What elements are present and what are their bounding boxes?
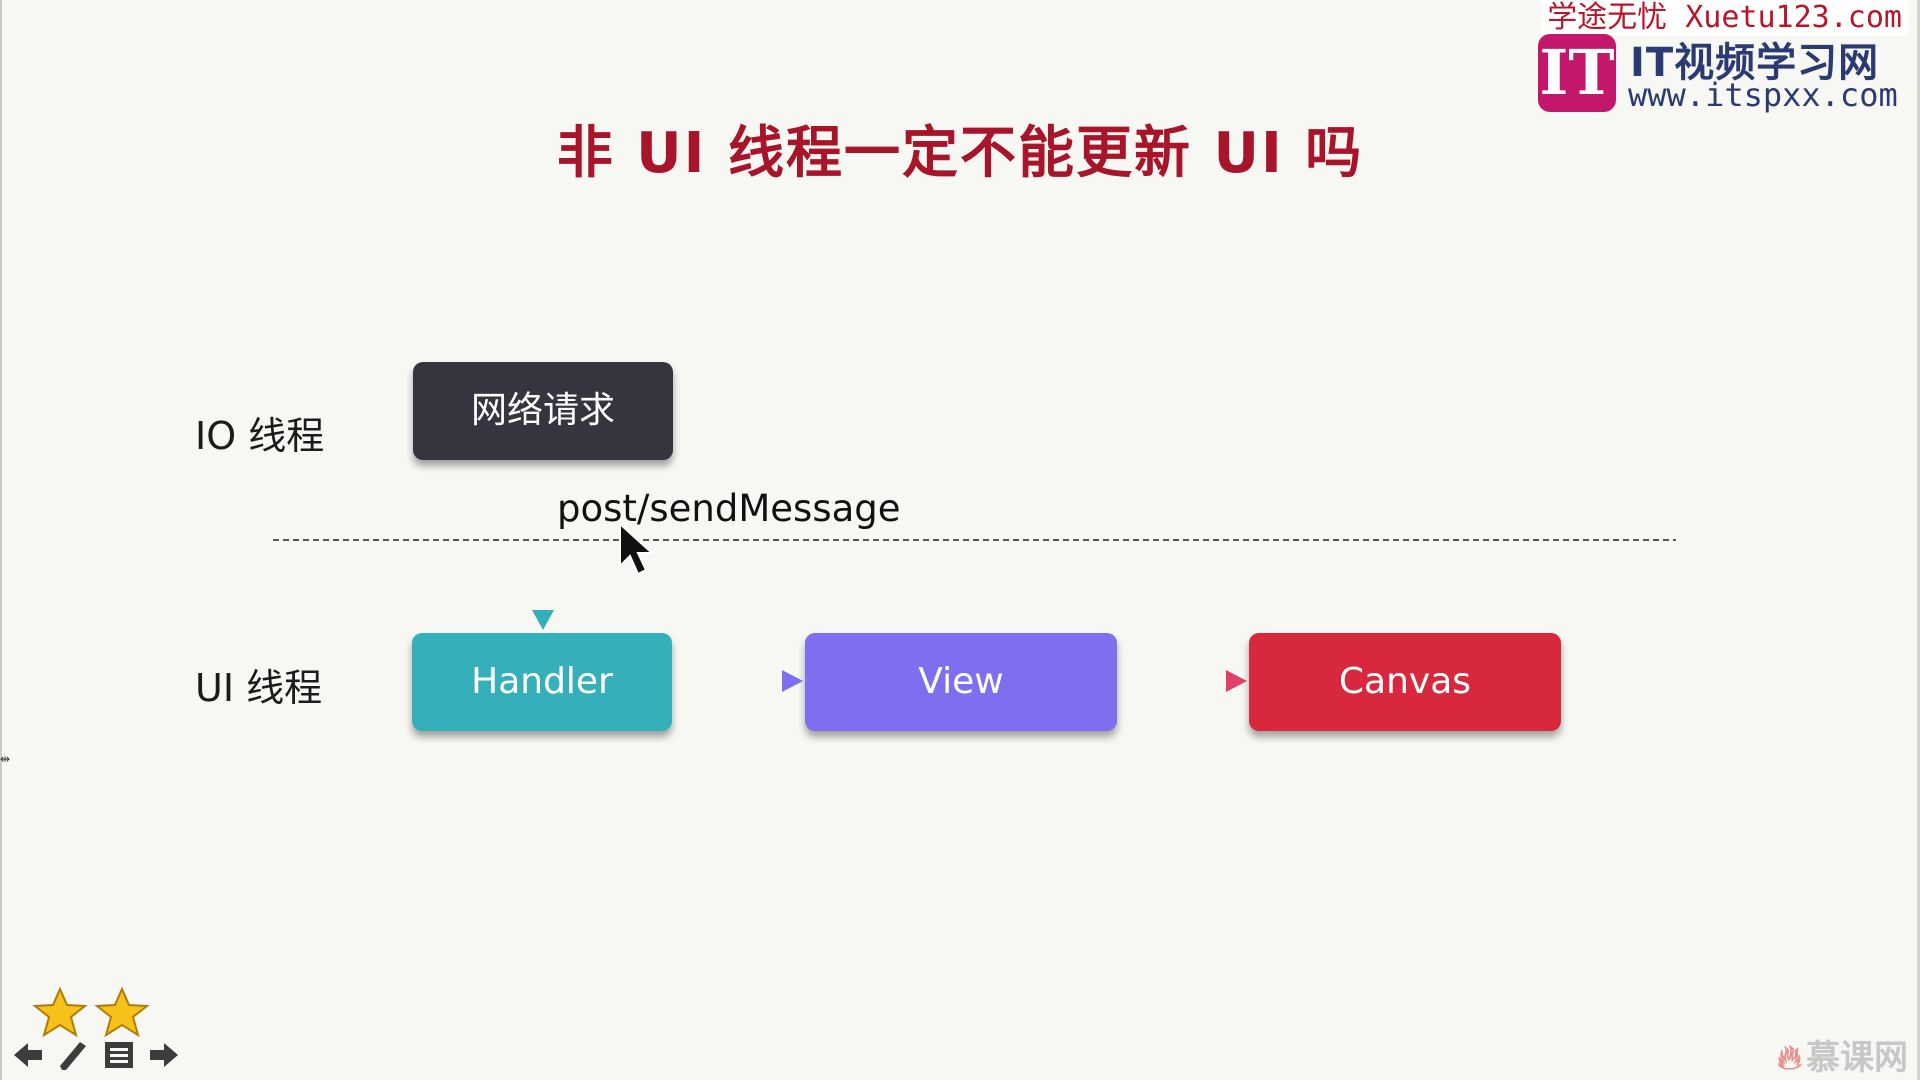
node-network-request-label: 网络请求 [470, 390, 615, 431]
node-handler: Handler [412, 633, 672, 731]
watermark-xuetu: 学途无忧 Xuetu123.com [1541, 0, 1908, 36]
itspxx-site-url: www.itspxx.com [1628, 76, 1898, 114]
slide-right-border [1917, 0, 1920, 1080]
slide-left-border [0, 0, 2, 1080]
star-icon [32, 986, 88, 1038]
arrow-left-icon[interactable] [10, 1036, 48, 1074]
node-canvas-label: Canvas [1338, 661, 1472, 702]
pen-icon[interactable] [54, 1036, 92, 1074]
itspxx-site-name: IT视频学习网 [1630, 40, 1880, 86]
rating-stars [32, 986, 150, 1038]
node-network-request: 网络请求 [413, 362, 673, 460]
itspxx-badge [1538, 34, 1616, 112]
mooc-brand-logo: 🔥︎慕课网 [1777, 1030, 1908, 1079]
menu-icon[interactable] [100, 1036, 138, 1074]
arrow-right-icon[interactable] [144, 1036, 182, 1074]
resize-handle-icon: ⇹ [0, 752, 11, 766]
lane-label-ui-thread: UI 线程 [195, 666, 323, 710]
star-icon [94, 986, 150, 1038]
mooc-brand-text: 慕课网 [1806, 1038, 1908, 1078]
edge-label-post-sendmessage: post/sendMessage [557, 487, 901, 530]
node-canvas: Canvas [1249, 633, 1561, 731]
mouse-cursor-icon [619, 522, 655, 576]
node-view-label: View [918, 661, 1004, 702]
flame-icon: 🔥︎ [1777, 1038, 1802, 1078]
itspxx-badge-letters: IT [1539, 36, 1615, 109]
arrow-head-canvas [1226, 670, 1247, 692]
arrow-head-view [782, 670, 803, 692]
lane-label-io-thread: IO 线程 [195, 414, 325, 458]
node-view: View [805, 633, 1117, 731]
node-handler-label: Handler [471, 661, 613, 702]
slide-title: 非 UI 线程一定不能更新 UI 吗 [556, 121, 1364, 186]
arrow-head-handler [532, 610, 554, 630]
watermark-itspxx-logo: IT IT视频学习网 www.itspxx.com [1538, 34, 1908, 114]
player-toolbar [10, 1036, 180, 1076]
